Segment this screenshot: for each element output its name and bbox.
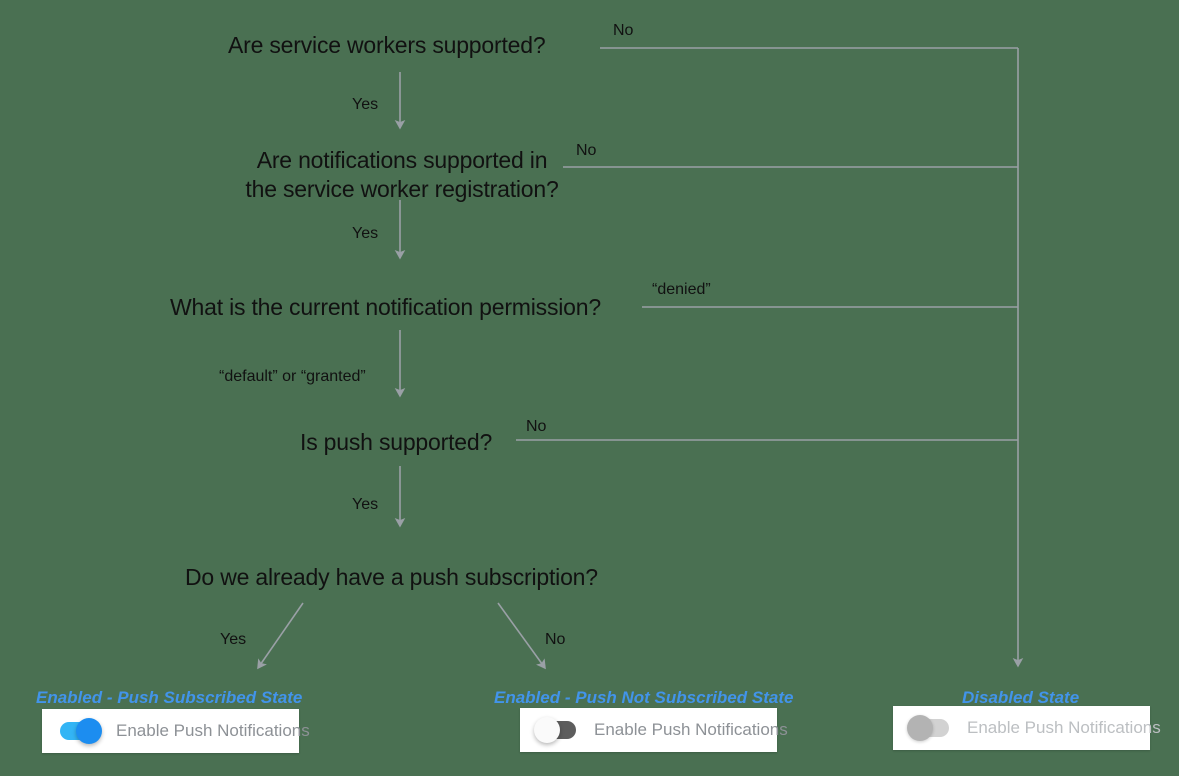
- edge-label-q5-yes: Yes: [220, 631, 247, 648]
- toggle-card-push-subscribed[interactable]: Enable Push Notifications: [42, 709, 310, 753]
- push-notifications-toggle-disabled: [907, 715, 953, 741]
- toggle-knob: [76, 718, 102, 744]
- edge-label-q3-denied: “denied”: [652, 281, 711, 298]
- push-notifications-toggle-on[interactable]: [56, 718, 102, 744]
- toggle-card-disabled: Enable Push Notifications: [893, 706, 1161, 750]
- edge-q5-no: [497, 602, 546, 670]
- edge-label-q1-no: No: [613, 22, 634, 39]
- toggle-label-push-subscribed: Enable Push Notifications: [116, 721, 310, 740]
- node-notification-permission: What is the current notification permiss…: [170, 294, 601, 320]
- toggle-knob: [534, 717, 560, 743]
- node-notifications-supported: Are notifications supported in the servi…: [245, 147, 559, 202]
- edge-label-q1-yes: Yes: [352, 96, 379, 113]
- node-push-supported: Is push supported?: [300, 429, 493, 455]
- node-service-workers-supported: Are service workers supported?: [228, 32, 546, 58]
- state-label-disabled: Disabled State: [962, 688, 1080, 707]
- node-existing-subscription: Do we already have a push subscription?: [185, 564, 598, 590]
- toggle-label-disabled: Enable Push Notifications: [967, 718, 1161, 737]
- edge-label-q5-no: No: [545, 631, 566, 648]
- edge-q5-yes: [257, 602, 304, 670]
- toggle-card-push-not-subscribed[interactable]: Enable Push Notifications: [520, 708, 788, 752]
- toggle-knob: [907, 715, 933, 741]
- edge-label-q3-default-granted: “default” or “granted”: [219, 368, 366, 385]
- edge-label-q2-yes: Yes: [352, 225, 379, 242]
- toggle-label-push-not-subscribed: Enable Push Notifications: [594, 720, 788, 739]
- edge-label-q4-yes: Yes: [352, 496, 379, 513]
- state-label-push-subscribed: Enabled - Push Subscribed State: [36, 688, 303, 707]
- edge-label-q2-no: No: [576, 142, 597, 159]
- edge-label-q4-no: No: [526, 418, 547, 435]
- state-label-push-not-subscribed: Enabled - Push Not Subscribed State: [494, 688, 794, 707]
- push-notifications-toggle-off[interactable]: [534, 717, 580, 743]
